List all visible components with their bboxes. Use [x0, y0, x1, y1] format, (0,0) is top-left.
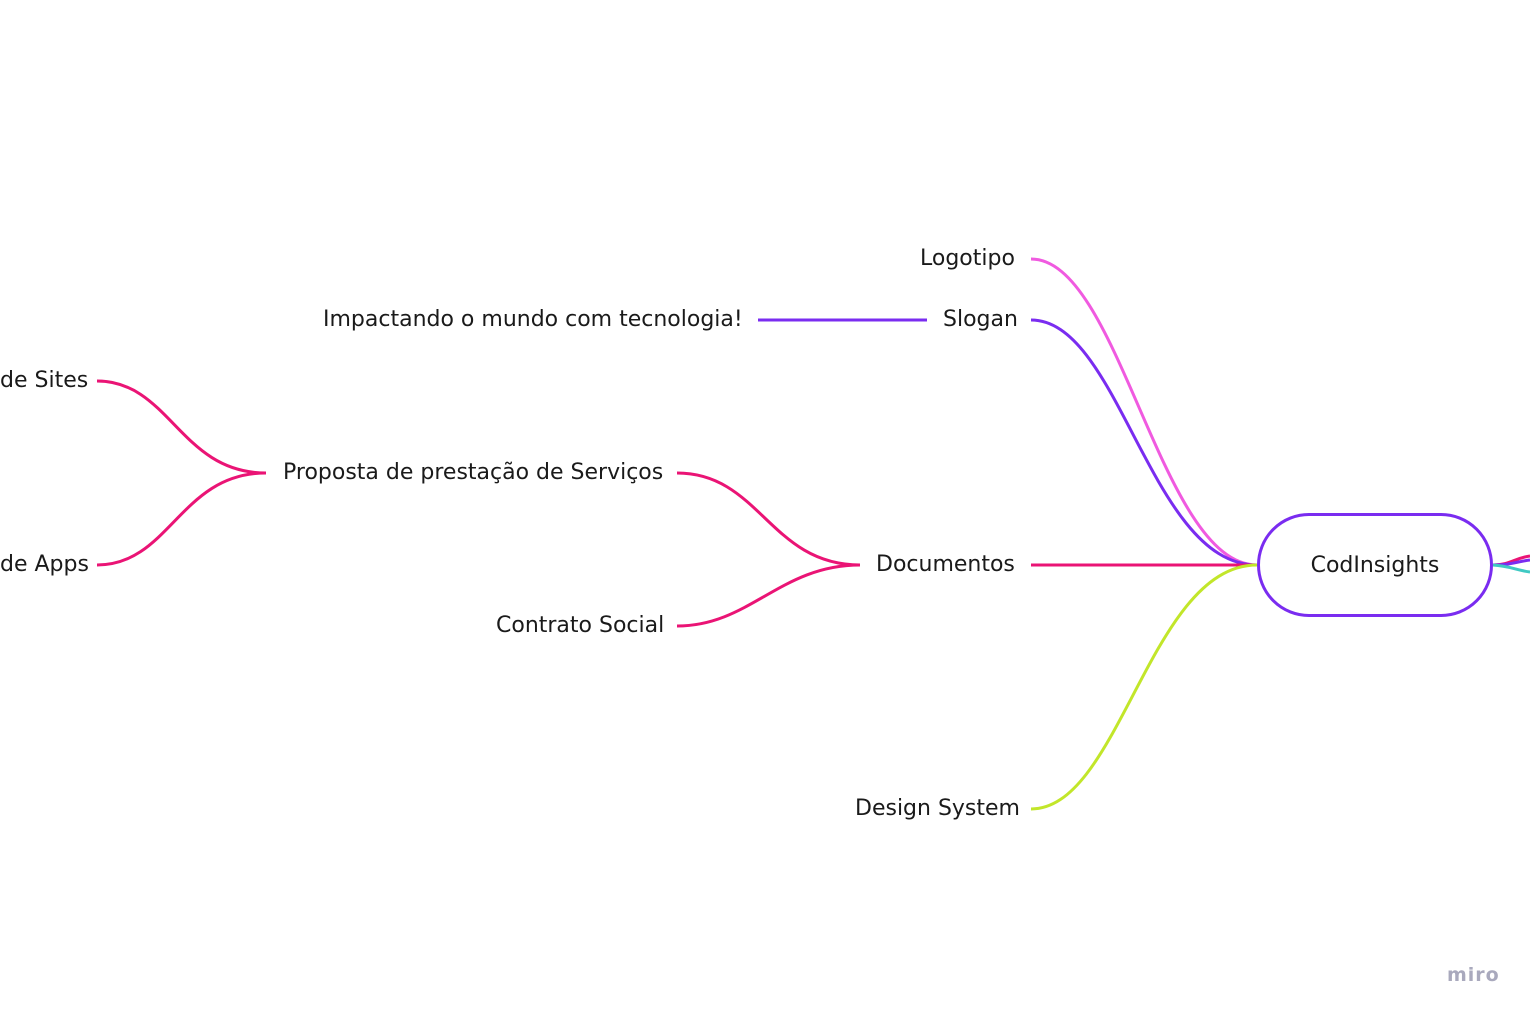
connector-root-slogan [1030, 318, 1258, 567]
branch-documentos[interactable]: Documentos [876, 552, 1015, 577]
branch-slogan[interactable]: Slogan [943, 307, 1018, 332]
node-impactando[interactable]: Impactando o mundo com tecnologia! [323, 307, 743, 332]
node-apps[interactable]: de Apps [0, 552, 89, 577]
branch-logotipo[interactable]: Logotipo [920, 246, 1015, 271]
connector-proposta-sites [96, 379, 267, 475]
connector-documentos-contrato [676, 563, 861, 628]
miro-watermark: miro [1447, 964, 1500, 986]
connector-root-design-system [1030, 563, 1258, 811]
connector-proposta-apps [96, 471, 267, 567]
branch-design-system[interactable]: Design System [855, 796, 1020, 821]
node-sites[interactable]: de Sites [0, 368, 89, 393]
root-node-label: CodInsights [1310, 552, 1440, 578]
root-node[interactable]: CodInsights [1257, 513, 1493, 617]
node-proposta[interactable]: Proposta de prestação de Serviços [283, 460, 664, 485]
connector-root-right-stub-3 [1492, 563, 1530, 574]
node-contrato-social[interactable]: Contrato Social [496, 613, 665, 638]
connector-documentos-proposta [676, 471, 861, 567]
connector-root-logotipo [1030, 257, 1258, 567]
